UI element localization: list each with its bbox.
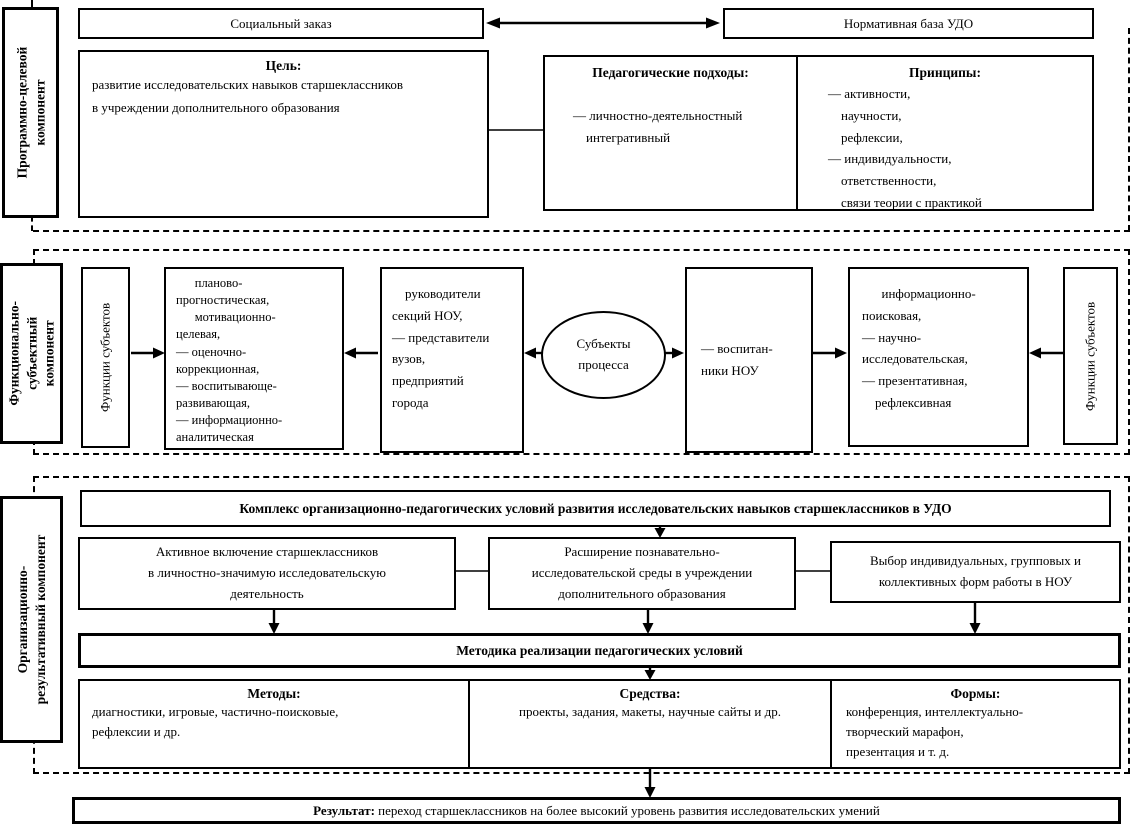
subjects-ellipse: Субъекты процесса	[541, 311, 666, 399]
forms-body: конференция, интеллектуально- творческий…	[846, 704, 1024, 760]
condition1-box: Активное включение старшеклассников в ли…	[78, 537, 456, 610]
methods-title: Методы:	[247, 686, 301, 701]
top-tick-line	[31, 0, 33, 8]
principles-body: — активности, научности, рефлексии, — ин…	[828, 86, 982, 211]
methodology-bar: Методика реализации педагогических услов…	[78, 633, 1121, 668]
condition2-text: Расширение познавательно- исследовательс…	[531, 544, 753, 601]
section3-label-text: Организационно- результативный компонент	[14, 534, 48, 705]
condition2-box: Расширение познавательно- исследовательс…	[488, 537, 796, 610]
goal-title: Цель:	[265, 58, 302, 73]
social-order-box: Социальный заказ	[78, 8, 484, 39]
approaches-principles-box: Педагогические подходы: — личностно-деят…	[543, 55, 1094, 211]
result-title: Результат:	[313, 802, 375, 818]
functions-subjects-left-box: Функции субъектов	[81, 267, 130, 448]
approaches-title: Педагогические подходы:	[592, 65, 749, 80]
condition3-text: Выбор индивидуальных, групповых и коллек…	[870, 553, 1081, 589]
approaches-cell: Педагогические подходы: — личностно-деят…	[545, 57, 798, 209]
condition1-text: Активное включение старшеклассников в ли…	[148, 544, 386, 601]
section2-label: Функционально- субъектный компонент	[0, 263, 63, 444]
section2-label-text: Функционально- субъектный компонент	[6, 301, 57, 406]
methods-body: диагностики, игровые, частично-поисковые…	[92, 704, 339, 740]
goal-box: Цель: развитие исследовательских навыков…	[78, 50, 489, 218]
approaches-body: — личностно-деятельностный интегративный	[573, 108, 743, 146]
means-body: проекты, задания, макеты, научные сайты …	[519, 704, 781, 719]
means-title: Средства:	[619, 686, 681, 701]
section1-dashed-right	[1128, 28, 1130, 231]
forms-title: Формы:	[950, 686, 1001, 701]
principles-cell: Принципы: — активности, научности, рефле…	[798, 57, 1092, 210]
functions-subjects-right-box: Функции субъектов	[1063, 267, 1118, 445]
pupils-text: — воспитан- ники НОУ	[701, 340, 773, 378]
functions-right-box: информационно- поисковая, — научно- иссл…	[848, 267, 1029, 447]
leaders-box: руководители секций НОУ, — представители…	[380, 267, 524, 453]
section1-dashed-tick	[31, 216, 33, 231]
methods-cell: Методы: диагностики, игровые, частично-п…	[80, 681, 470, 767]
pupils-box: — воспитан- ники НОУ	[685, 267, 813, 453]
complex-conditions-bar: Комплекс организационно-педагогических у…	[80, 490, 1111, 527]
section3-label: Организационно- результативный компонент	[0, 496, 63, 743]
functions-subjects-left-text: Функции субъектов	[97, 302, 113, 413]
section1-label-text: Программно-целевой компонент	[13, 46, 47, 179]
complex-conditions-text: Комплекс организационно-педагогических у…	[239, 500, 952, 516]
methods-means-forms-box: Методы: диагностики, игровые, частично-п…	[78, 679, 1121, 769]
social-order-text: Социальный заказ	[230, 15, 332, 31]
arrow-social-normative	[486, 17, 720, 29]
methodology-text: Методика реализации педагогических услов…	[456, 642, 743, 658]
result-bar: Результат: переход старшеклассников на б…	[72, 797, 1121, 824]
section1-label: Программно-целевой компонент	[2, 7, 59, 218]
means-cell: Средства: проекты, задания, макеты, науч…	[470, 681, 832, 767]
functions-subjects-right-text: Функции субъектов	[1082, 301, 1098, 411]
goal-body: развитие исследовательских навыков старш…	[92, 77, 404, 115]
normative-base-box: Нормативная база УДО	[723, 8, 1094, 39]
section1-dashed-bottom	[33, 230, 1130, 232]
normative-base-text: Нормативная база УДО	[843, 15, 974, 31]
functions-left-box: планово- прогностическая, мотивационно- …	[164, 267, 344, 450]
forms-cell: Формы: конференция, интеллектуально- тво…	[832, 681, 1119, 767]
result-body: переход старшеклассников на более высоки…	[374, 802, 880, 818]
subjects-ellipse-text: Субъекты процесса	[576, 336, 631, 372]
principles-title: Принципы:	[909, 65, 981, 80]
condition3-box: Выбор индивидуальных, групповых и коллек…	[830, 541, 1121, 603]
